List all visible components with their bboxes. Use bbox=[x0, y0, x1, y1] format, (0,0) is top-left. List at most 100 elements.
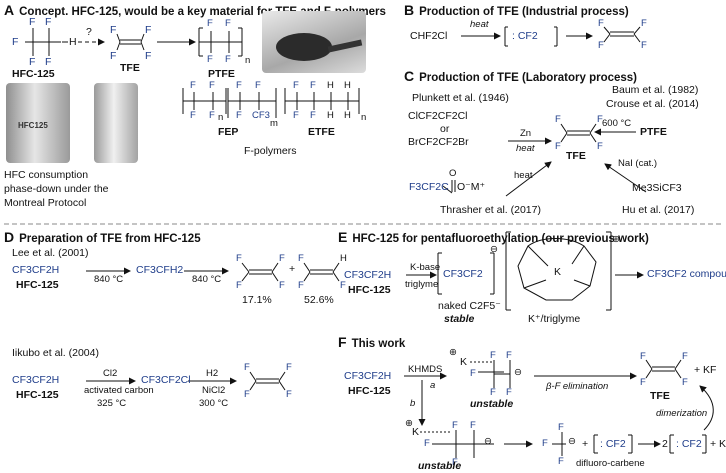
e-stable: stable bbox=[444, 313, 475, 325]
panel-d-letter: D bbox=[4, 229, 15, 245]
panel-d-title: Preparation of TFE from HFC-125 bbox=[19, 233, 201, 245]
f-k-plus-a: ⊕ bbox=[449, 347, 457, 358]
a-etfe-h1: H bbox=[327, 80, 334, 91]
b-reactant: CHF2Cl bbox=[410, 30, 448, 42]
c-heat2: heat bbox=[514, 170, 533, 181]
d-tfe-f2: F bbox=[236, 280, 242, 291]
d-tfe2-f3: F bbox=[340, 280, 346, 291]
d-tfe2-f2: F bbox=[298, 280, 304, 291]
a-hfc-f-left: F bbox=[12, 36, 19, 48]
c-baum-ref: Baum et al. (1982) bbox=[612, 84, 699, 96]
e-hfc125: HFC-125 bbox=[348, 284, 391, 296]
f-tfe-f3: F bbox=[682, 351, 688, 362]
f-int-f1: F bbox=[490, 350, 496, 361]
f-tfe-f2: F bbox=[640, 377, 646, 388]
panel-a-letter: A bbox=[4, 2, 15, 18]
a-ptfe-f2: F bbox=[225, 18, 231, 29]
tfe-cylinder-photo bbox=[94, 83, 138, 163]
panel-c-title: Production of TFE (Laboratory process) bbox=[419, 72, 638, 84]
f-cf3-f3: F bbox=[558, 456, 564, 467]
f-intb-f2: F bbox=[470, 420, 476, 431]
d-325: 325 °C bbox=[97, 398, 127, 409]
d-cl2: Cl2 bbox=[103, 368, 118, 379]
a-hfc125-label: HFC-125 bbox=[12, 68, 55, 80]
d-tfe3-f1: F bbox=[244, 362, 250, 373]
a-fep-f7: F bbox=[236, 110, 242, 121]
d-tfe2-h: H bbox=[340, 253, 347, 264]
d-yield2: 52.6% bbox=[304, 294, 334, 306]
d-tfe3-f3: F bbox=[286, 362, 292, 373]
f-path-b: b bbox=[410, 398, 416, 409]
frying-pan-shape bbox=[276, 33, 332, 61]
c-anion: O⁻M⁺ bbox=[457, 181, 485, 193]
c-salt: F3CF2C bbox=[409, 181, 449, 193]
d-lee-ref: Lee et al. (2001) bbox=[12, 247, 89, 259]
panel-b-header: B Production of TFE (Industrial process) bbox=[404, 2, 629, 18]
a-fpolymers-label: F-polymers bbox=[244, 145, 297, 157]
d-intermediate: CF3CFH2 bbox=[136, 264, 184, 276]
b-heat: heat bbox=[470, 19, 489, 30]
d-hfc125-1: HFC-125 bbox=[16, 279, 59, 291]
a-tfe-f3: F bbox=[145, 24, 152, 36]
a-etfe-f4: F bbox=[310, 110, 316, 121]
d-chloride: CF3CF2Cl bbox=[141, 374, 191, 386]
a-hfc-h: H bbox=[69, 36, 77, 48]
f-k-b: K bbox=[412, 426, 420, 438]
e-sm: CF3CF2H bbox=[344, 269, 392, 281]
f-plus-kf-2: + KF bbox=[710, 438, 726, 450]
a-ptfe-label: PTFE bbox=[208, 68, 235, 80]
c-temp600: 600 °C bbox=[602, 118, 632, 129]
a-ptfe-f3: F bbox=[207, 54, 213, 65]
cylinder-label: HFC125 bbox=[18, 121, 48, 130]
c-heat1: heat bbox=[516, 143, 535, 154]
c-crouse-ref: Crouse et al. (2014) bbox=[606, 98, 699, 110]
c-tfe-f4: F bbox=[597, 141, 603, 152]
f-intb-minus: ⊖ bbox=[484, 436, 492, 447]
f-difluoro: difluoro-carbene bbox=[576, 458, 645, 469]
panel-e-title: HFC-125 for pentafluoroethylation (our p… bbox=[352, 233, 649, 245]
c-tms: Me3SiCF3 bbox=[632, 182, 682, 194]
a-hfc-f-bot2: F bbox=[45, 56, 52, 68]
c-nai: NaI (cat.) bbox=[618, 158, 658, 169]
panel-b-title: Production of TFE (Industrial process) bbox=[419, 6, 629, 18]
f-khmds: KHMDS bbox=[408, 364, 443, 375]
d-840b: 840 °C bbox=[192, 274, 222, 285]
e-minus: ⊖ bbox=[490, 244, 498, 255]
e-naked: naked C2F5⁻ bbox=[438, 300, 501, 312]
a-tfe-f4: F bbox=[145, 50, 152, 62]
f-tfe-f4: F bbox=[682, 377, 688, 388]
b-tfe-f4: F bbox=[641, 40, 647, 51]
c-hu-ref: Hu et al. (2017) bbox=[622, 204, 695, 216]
a-fep-f6: F bbox=[209, 110, 215, 121]
a-ptfe-f1: F bbox=[207, 18, 213, 29]
a-fep-f2: F bbox=[209, 80, 215, 91]
hfc125-cylinder-photo: HFC125 bbox=[6, 83, 70, 163]
d-300: 300 °C bbox=[199, 398, 229, 409]
f-tfe-f1: F bbox=[640, 351, 646, 362]
f-beta-elim: β-F elimination bbox=[546, 381, 609, 392]
panel-c-letter: C bbox=[404, 68, 415, 84]
a-etfe-f2: F bbox=[310, 80, 316, 91]
e-plus-charge: ⊕ bbox=[612, 234, 620, 245]
d-h2: H2 bbox=[206, 368, 219, 379]
d-tfe-f4: F bbox=[279, 280, 285, 291]
f-int-f2: F bbox=[506, 350, 512, 361]
f-carbene-1: : CF2 bbox=[600, 438, 626, 450]
a-fep-cf3: CF3 bbox=[252, 110, 270, 121]
a-tfe-f1: F bbox=[110, 24, 117, 36]
c-tfe-f3: F bbox=[597, 114, 603, 125]
f-int-f3: F bbox=[470, 368, 476, 379]
panel-c-header: C Production of TFE (Laboratory process) bbox=[404, 68, 637, 84]
panel-b-letter: B bbox=[404, 2, 415, 18]
c-oxygen: O bbox=[449, 168, 457, 179]
f-int-f4: F bbox=[490, 387, 496, 398]
d-hfc125-2: HFC-125 bbox=[16, 389, 59, 401]
f-intb-f1: F bbox=[452, 420, 458, 431]
e-base: K-base bbox=[410, 262, 441, 273]
d-tfe-f1: F bbox=[236, 253, 242, 264]
a-hfc-f-top1: F bbox=[29, 16, 36, 28]
f-dimerization: dimerization bbox=[656, 408, 708, 419]
f-unstable-a: unstable bbox=[470, 398, 514, 410]
c-reactant1: ClCF2CF2Cl bbox=[408, 110, 468, 122]
